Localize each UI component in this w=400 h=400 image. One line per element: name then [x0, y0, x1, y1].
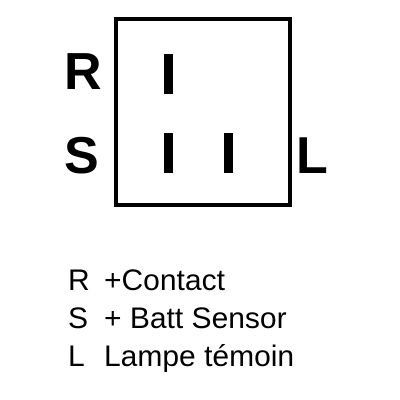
legend-row-l: L Lampe témoin — [68, 338, 388, 376]
legend-code: R — [68, 264, 90, 297]
connector-diagram: R S L — [64, 17, 328, 207]
pin-slot-s-left — [164, 133, 173, 173]
pin-label-r: R — [64, 43, 102, 101]
legend-description: + Batt Sensor — [104, 302, 287, 335]
pin-label-s: S — [64, 127, 99, 185]
legend-code: S — [68, 302, 89, 335]
legend-code: L — [68, 340, 85, 373]
pin-label-l: L — [296, 127, 328, 185]
pin-legend: R +Contact S + Batt Sensor L Lampe témoin — [68, 262, 388, 376]
legend-row-r: R +Contact — [68, 262, 388, 300]
pin-slot-r — [164, 54, 173, 94]
pin-slot-s-right — [224, 133, 233, 173]
connector-housing — [114, 17, 292, 207]
legend-description: +Contact — [104, 264, 225, 297]
legend-row-s: S + Batt Sensor — [68, 300, 388, 338]
legend-description: Lampe témoin — [104, 340, 295, 373]
